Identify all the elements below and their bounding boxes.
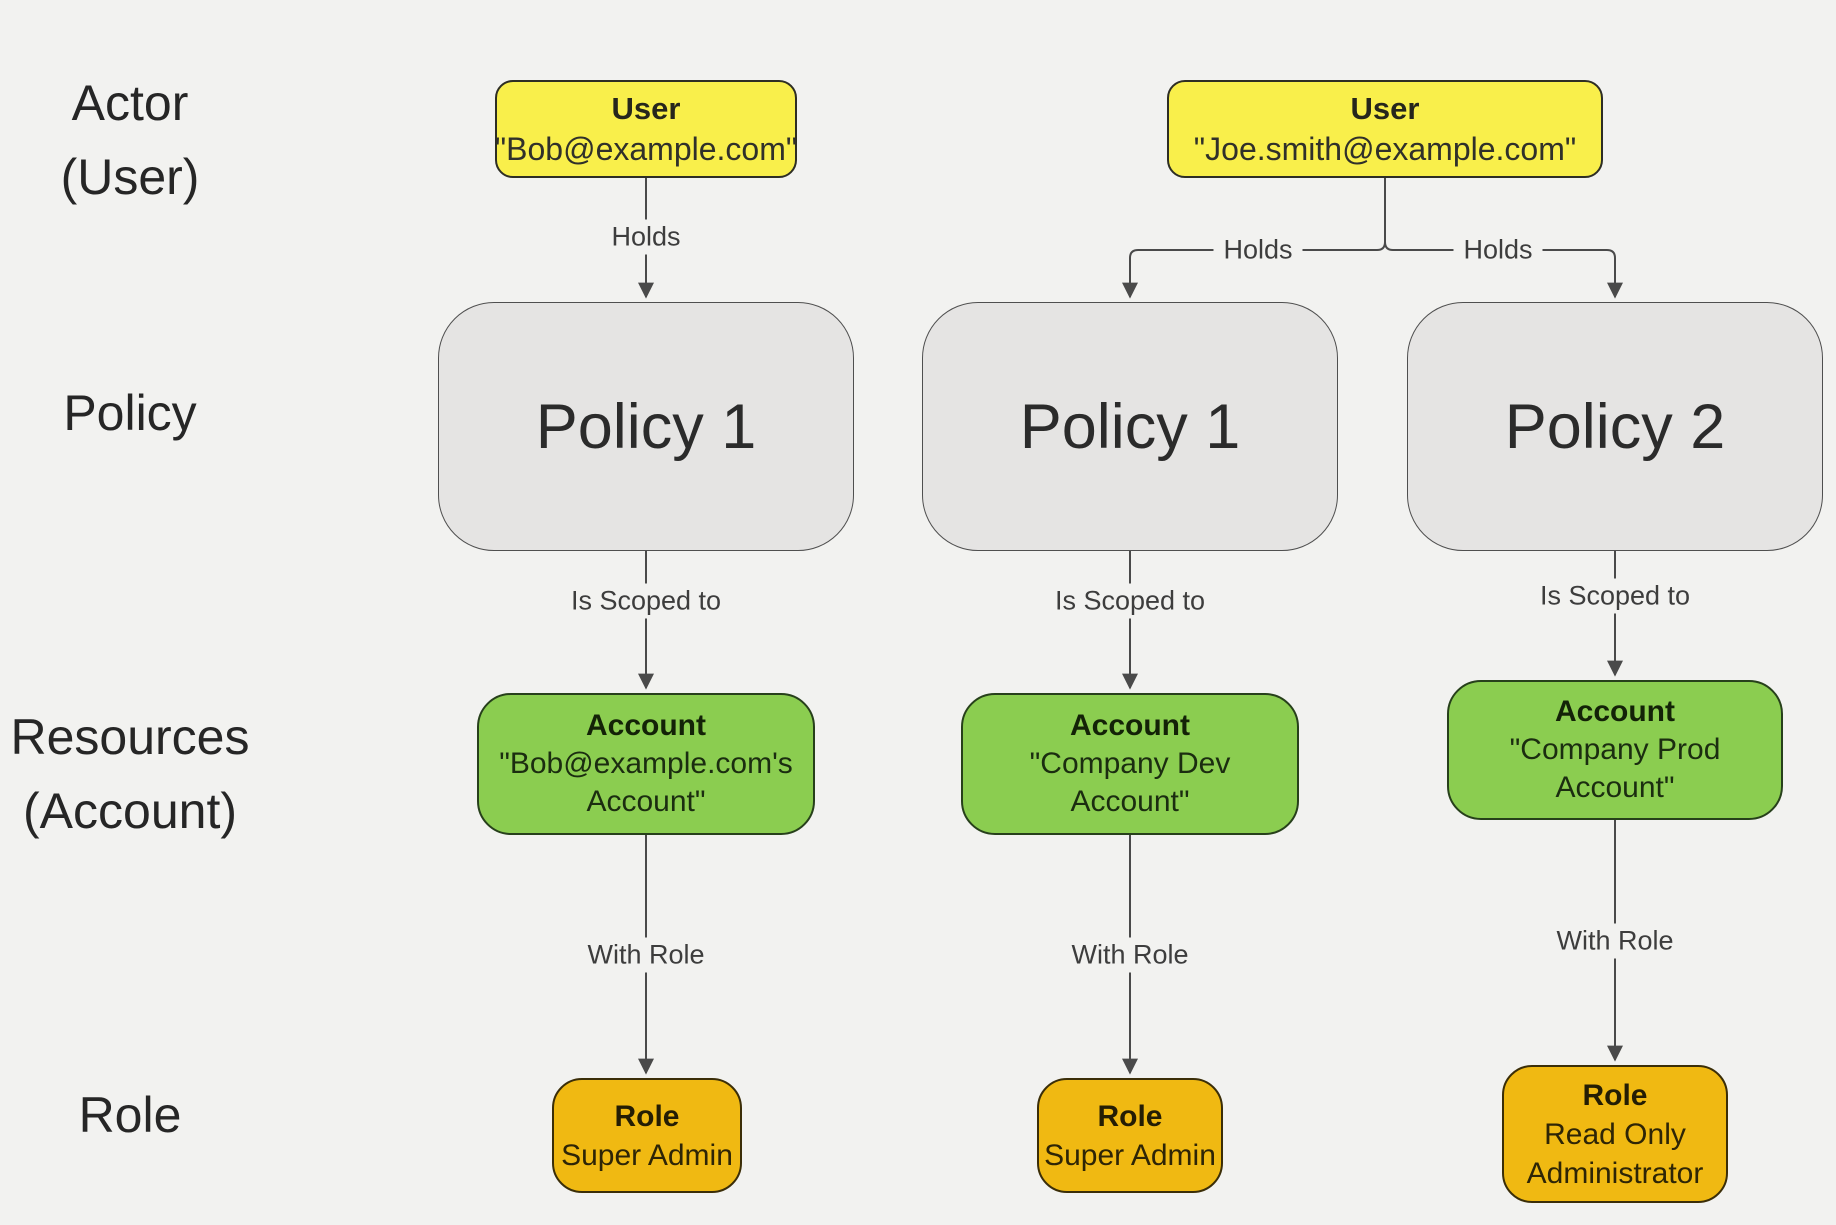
account-node-dev: Account "Company Dev Account": [961, 693, 1299, 835]
row-label-actor-line1: Actor: [71, 75, 189, 131]
role-node-2-title: Role: [1097, 1099, 1163, 1133]
edge-label-holds-1: Holds: [601, 219, 691, 255]
account-node-bob-value-line1: "Bob@example.com's: [499, 747, 793, 780]
account-node-prod-value-line2: Account": [1555, 771, 1675, 804]
role-node-3-value-line2: Administrator: [1526, 1156, 1704, 1190]
account-node-prod: Account "Company Prod Account": [1447, 680, 1783, 820]
row-label-policy-line1: Policy: [63, 385, 197, 441]
account-node-bob-title: Account: [586, 709, 706, 742]
account-node-prod-value-line1: "Company Prod: [1509, 733, 1721, 766]
row-label-role: Role: [5, 1088, 255, 1142]
row-label-resources: Resources (Account): [0, 700, 275, 848]
account-node-dev-value-line1: "Company Dev: [1029, 747, 1231, 780]
user-node-joe: User "Joe.smith@example.com": [1167, 80, 1603, 178]
user-node-bob-value: "Bob@example.com": [494, 131, 798, 167]
user-node-joe-value: "Joe.smith@example.com": [1193, 131, 1577, 167]
role-node-2-value: Super Admin: [1044, 1138, 1216, 1172]
policy-node-1: Policy 1: [438, 302, 854, 551]
edge-label-holds-3: Holds: [1453, 232, 1543, 268]
row-label-actor: Actor (User): [5, 66, 255, 214]
row-label-role-line1: Role: [78, 1087, 182, 1143]
row-label-resources-line1: Resources: [10, 709, 250, 765]
edge-label-scoped-3: Is Scoped to: [1529, 578, 1701, 614]
user-node-bob-title: User: [611, 91, 681, 126]
row-label-actor-line2: (User): [60, 149, 200, 205]
role-node-1-title: Role: [614, 1099, 680, 1133]
edge-label-with-role-1: With Role: [577, 937, 715, 973]
user-node-joe-title: User: [1350, 91, 1420, 126]
user-node-bob: User "Bob@example.com": [495, 80, 797, 178]
edge-label-scoped-2: Is Scoped to: [1044, 583, 1216, 619]
edge-label-scoped-1: Is Scoped to: [560, 583, 732, 619]
row-label-resources-line2: (Account): [23, 783, 237, 839]
edge-label-with-role-3: With Role: [1546, 923, 1684, 959]
account-node-bob: Account "Bob@example.com's Account": [477, 693, 815, 835]
policy-node-2: Policy 1: [922, 302, 1338, 551]
edge-label-holds-2: Holds: [1213, 232, 1303, 268]
policy-node-1-label: Policy 1: [535, 391, 757, 462]
role-node-3-value-line1: Read Only: [1544, 1117, 1686, 1151]
role-node-1: Role Super Admin: [552, 1078, 742, 1193]
role-node-1-value: Super Admin: [561, 1138, 733, 1172]
row-label-policy: Policy: [5, 386, 255, 440]
account-node-bob-value-line2: Account": [586, 785, 706, 818]
role-node-2: Role Super Admin: [1037, 1078, 1223, 1193]
account-node-dev-value-line2: Account": [1070, 785, 1190, 818]
policy-node-3-label: Policy 2: [1504, 391, 1726, 462]
policy-node-2-label: Policy 1: [1019, 391, 1241, 462]
account-node-dev-title: Account: [1070, 709, 1190, 742]
role-node-3-title: Role: [1582, 1078, 1648, 1112]
account-node-prod-title: Account: [1555, 695, 1675, 728]
edge-label-with-role-2: With Role: [1061, 937, 1199, 973]
policy-node-3: Policy 2: [1407, 302, 1823, 551]
role-node-3: Role Read Only Administrator: [1502, 1065, 1728, 1203]
